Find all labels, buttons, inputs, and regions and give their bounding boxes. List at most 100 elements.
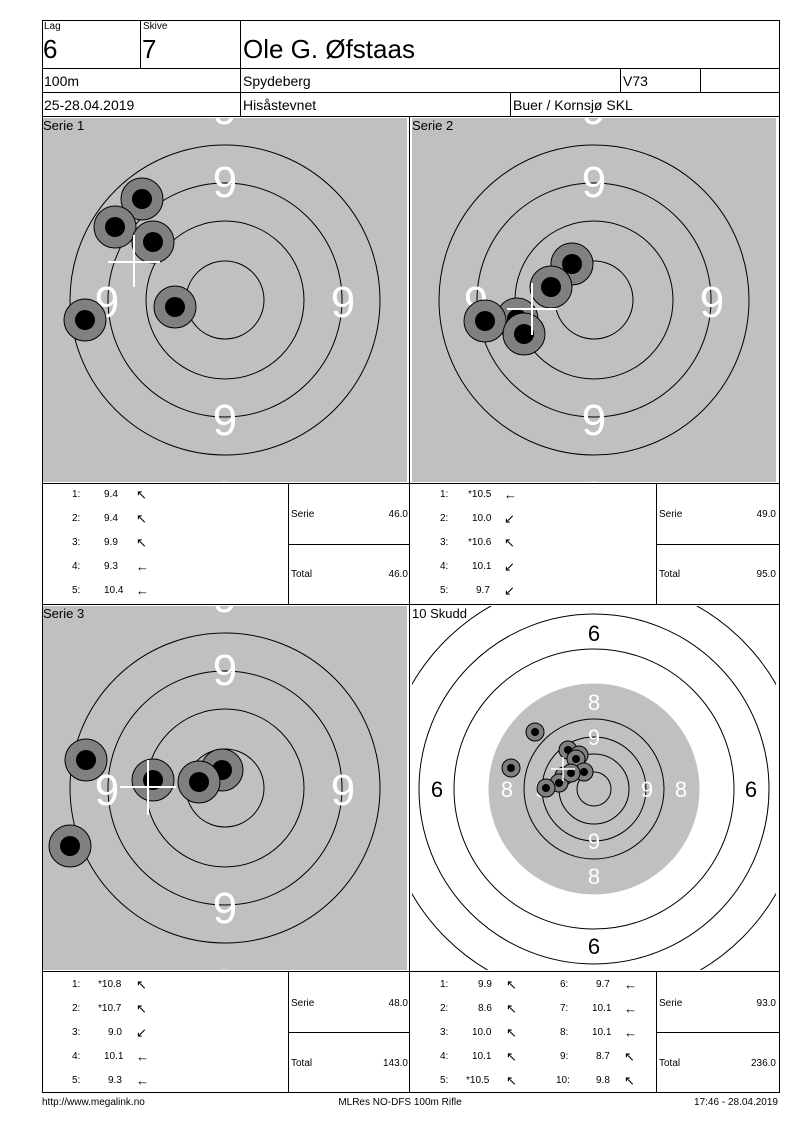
group-center-cross — [108, 235, 160, 287]
shot-number: 7: — [560, 1003, 569, 1014]
direction-arrow-icon: ↖ — [136, 1001, 147, 1016]
shot-number: 4: — [440, 1051, 449, 1062]
ring-label: 7 — [588, 899, 600, 924]
ring-label: 7 — [466, 777, 478, 802]
panel-title: Serie 1 — [43, 118, 84, 133]
shot-number: 3: — [72, 537, 81, 548]
shot-hole — [177, 760, 221, 804]
ring-8 — [438, 144, 750, 456]
shot-hole — [153, 285, 197, 329]
shot-number: 4: — [440, 561, 449, 572]
shot-number: 2: — [440, 1003, 449, 1014]
serie-label: Serie — [659, 509, 683, 520]
shot-hole — [93, 205, 137, 249]
shot-list-serie-3: 1:*10.8↖ 2:*10.7↖ 3:9.0↙ 4:10.1← 5:9.3← — [42, 972, 288, 1092]
skive-label: Skive — [143, 21, 168, 32]
serie-label: Serie — [291, 998, 315, 1009]
divider — [656, 544, 779, 545]
shot-number: 1: — [72, 979, 81, 990]
group-center-cross — [120, 760, 176, 815]
shot-hole — [501, 758, 521, 778]
divider — [42, 92, 780, 93]
distance: 100m — [44, 73, 80, 89]
shot-hole — [502, 312, 546, 356]
shot-hole — [120, 177, 164, 221]
group-center-cross — [507, 283, 557, 335]
divider — [656, 1032, 779, 1033]
divider — [42, 604, 780, 605]
shot-score: 9.4 — [104, 513, 118, 524]
shot-score: 9.3 — [108, 1075, 122, 1086]
footer-program: MLRes NO-DFS 100m Rifle — [338, 1097, 462, 1108]
shot-score: *10.7 — [98, 1003, 122, 1014]
target-panel-10-skudd: 6 7 8 9 9 8 7 6 9 8 7 6 6 7 8 9 — [411, 605, 777, 970]
direction-arrow-icon: ↙ — [504, 583, 515, 598]
direction-arrow-icon: ↖ — [136, 535, 147, 550]
shot-score: 9.7 — [596, 979, 610, 990]
shot-hole — [63, 298, 107, 342]
ring-label: 8 — [675, 777, 687, 802]
shot-score: 10.1 — [472, 561, 492, 572]
target-panel-serie-3: 9 9 9 9 9 9 Serie 3 — [42, 605, 408, 970]
direction-arrow-icon: ← — [136, 1049, 149, 1064]
shot-score: 9.4 — [104, 489, 118, 500]
panel-title: Serie 3 — [43, 606, 84, 621]
ring-number-bottom-edge: 9 — [213, 473, 237, 482]
shot-score: *10.5 — [466, 1075, 490, 1086]
direction-arrow-icon: ↖ — [136, 487, 147, 502]
target-10-skudd: 6 7 8 9 9 8 7 6 9 8 7 6 6 7 8 9 — [412, 606, 776, 970]
ring-number-top-edge: 9 — [213, 605, 237, 622]
shot-number: 2: — [72, 1003, 81, 1014]
shot-score: 9.3 — [104, 561, 118, 572]
direction-arrow-icon: ↖ — [624, 1049, 635, 1064]
ring-9 — [107, 670, 343, 906]
shot-number: 6: — [560, 979, 569, 990]
ring-label: 6 — [431, 777, 443, 802]
shot-score: 8.6 — [478, 1003, 492, 1014]
ring-label: 9 — [213, 884, 237, 933]
shot-number: 5: — [440, 585, 449, 596]
panel-title: 10 Skudd — [412, 606, 467, 621]
shot-hole — [529, 265, 573, 309]
shot-hole — [48, 824, 92, 868]
shot-number: 3: — [440, 537, 449, 548]
footer-url-link[interactable]: http://www.megalink.no — [42, 1097, 145, 1108]
target-serie-2: 9 9 9 9 9 9 Serie 2 — [412, 118, 776, 482]
shot-number: 5: — [72, 1075, 81, 1086]
shot-list-10-skudd: 1:9.9↖ 2:8.6↖ 3:10.0↖ 4:10.1↖ 5:*10.5↖ 6… — [410, 972, 656, 1092]
serie-value: 93.0 — [756, 998, 776, 1009]
serie-value: 46.0 — [388, 509, 408, 520]
divider — [42, 1092, 780, 1093]
ring-number-bottom-edge: 9 — [582, 473, 606, 482]
divider — [42, 68, 780, 69]
club: Buer / Kornsjø SKL — [513, 97, 633, 113]
shot-score: 9.8 — [596, 1075, 610, 1086]
event: Hisåstevnet — [243, 97, 317, 113]
shot-number: 8: — [560, 1027, 569, 1038]
ring-number-top-edge: 9 — [213, 117, 237, 134]
shot-score: 10.0 — [472, 1027, 492, 1038]
ring-label: 7 — [710, 777, 722, 802]
shot-number: 1: — [440, 489, 449, 500]
shot-score: *10.8 — [98, 979, 122, 990]
shot-number: 3: — [440, 1027, 449, 1038]
ring-10 — [145, 220, 305, 380]
ring-label: 9 — [588, 829, 600, 854]
ring-label: 9 — [582, 158, 606, 207]
shot-score: 9.9 — [104, 537, 118, 548]
ring-8 — [523, 718, 665, 860]
ring-label: 6 — [588, 621, 600, 646]
ring-label: 8 — [588, 864, 600, 889]
serie-value: 49.0 — [756, 509, 776, 520]
shot-number: 3: — [72, 1027, 81, 1038]
shot-number: 2: — [72, 513, 81, 524]
direction-arrow-icon: ← — [504, 487, 517, 502]
ring-5 — [418, 613, 770, 965]
direction-arrow-icon: ↖ — [506, 977, 517, 992]
divider — [42, 971, 780, 972]
shot-number: 5: — [440, 1075, 449, 1086]
total-value: 236.0 — [750, 1058, 776, 1069]
shot-number: 4: — [72, 561, 81, 572]
divider — [42, 116, 780, 117]
ring-7 — [488, 683, 700, 895]
